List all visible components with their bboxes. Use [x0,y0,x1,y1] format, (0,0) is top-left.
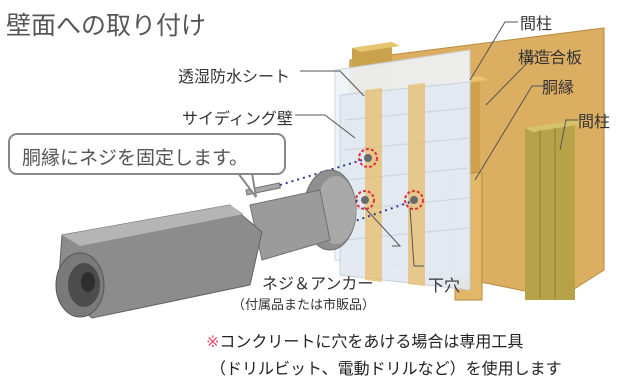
note-line-1: ※コンクリートに穴をあける場合は専用工具 [206,328,523,352]
label-screw-anchor: ネジ＆アンカー [262,274,374,293]
camera [55,169,357,319]
label-moisture-sheet: 透湿防水シート [178,67,291,86]
label-stud-top: 間柱 [520,14,553,33]
note-mark: ※ [206,332,220,351]
stud-right [525,120,575,300]
label-furring: 胴縁 [542,78,575,97]
pilot-holes [355,148,424,210]
note-line-2: （ドリルビット、電動ドリルなど）を使用します [210,359,562,378]
siding-panel [339,81,471,291]
callout-text: 胴縁にネジを固定します。 [22,147,249,169]
label-siding: サイディング壁 [182,109,293,128]
label-screw-anchor-note: （付属品または市販品） [232,298,376,313]
label-stud-right: 間柱 [578,112,611,131]
note-line-1-text: コンクリートに穴をあける場合は専用工具 [219,332,524,351]
page-title: 壁面への取り付け [6,11,207,40]
label-pilot-hole: 下穴 [428,276,461,295]
callout-bubble: 胴縁にネジを固定します。 [8,133,286,175]
label-structural-plywood: 構造合板 [518,48,583,67]
